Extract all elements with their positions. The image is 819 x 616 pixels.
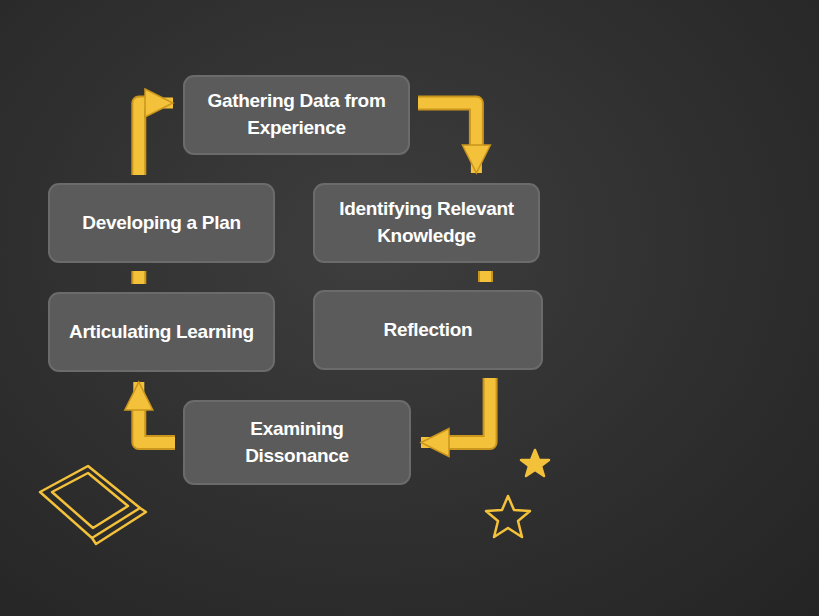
process-box: Examining Dissonance [183,400,411,485]
flow-arrow [418,103,476,173]
arrow-body [133,271,144,284]
arrow-outline [131,271,146,284]
process-box: Identifying Relevant Knowledge [313,183,540,263]
arrow-body [480,271,491,282]
step-label: Examining Dissonance [197,416,397,469]
step-label: Gathering Data from Experience [197,88,396,141]
process-box: Reflection [313,290,543,370]
arrow-outline [478,271,493,282]
star-doodle [521,450,549,476]
arrow-body [139,382,175,443]
star-doodle [486,496,530,537]
laptop-doodle [40,466,146,544]
step-label: Developing a Plan [82,210,241,237]
arrow-outline [418,103,476,153]
flow-arrow [485,271,486,282]
flow-arrow [139,103,173,175]
step-label: Articulating Learning [69,319,254,346]
flow-arrow [138,271,139,284]
flow-arrow [139,382,175,443]
process-box: Articulating Learning [48,292,275,372]
arrow-body [139,103,173,175]
arrow-body [418,103,476,173]
process-box: Developing a Plan [48,183,275,263]
step-label: Reflection [384,317,473,344]
arrow-outline [441,378,490,443]
flow-arrow [421,378,490,443]
process-box: Gathering Data from Experience [183,75,410,155]
step-label: Identifying Relevant Knowledge [327,196,526,249]
arrow-body [421,378,490,443]
